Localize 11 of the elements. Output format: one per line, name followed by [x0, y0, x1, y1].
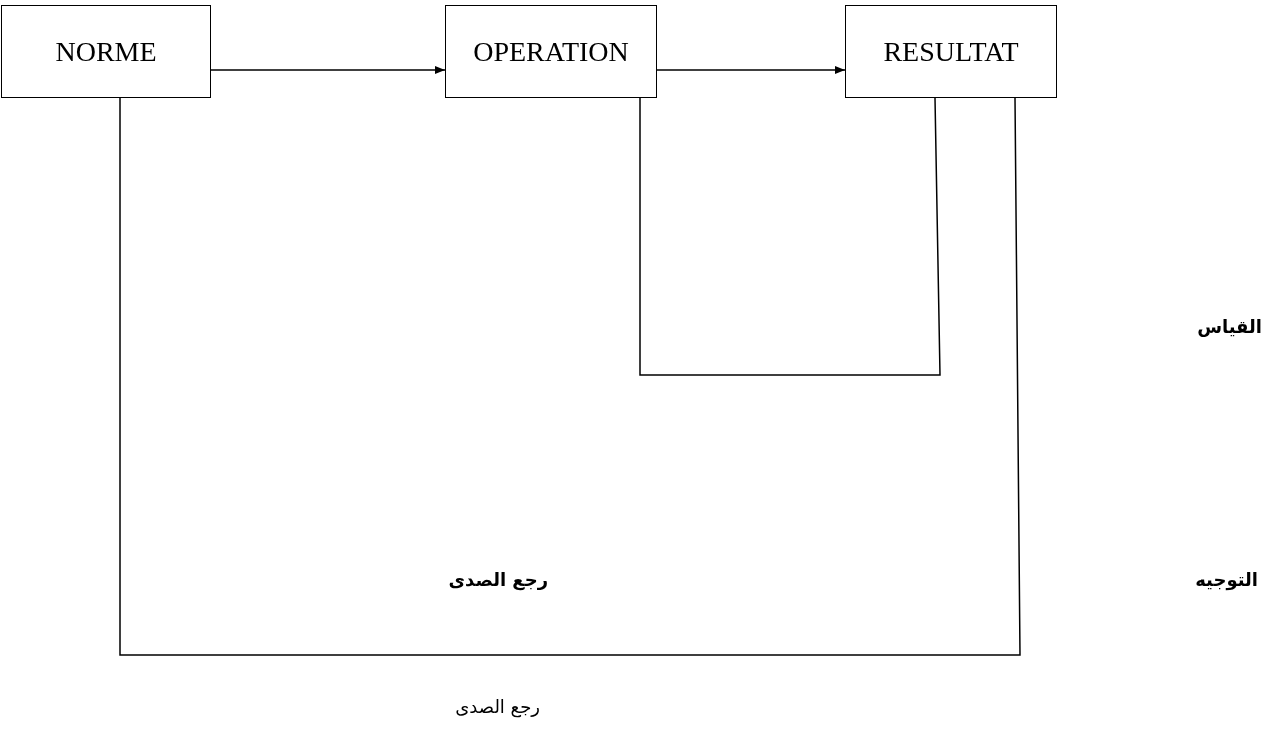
feedback-line: [639, 97, 941, 376]
arrow: [210, 66, 446, 74]
process-box: RESULTAT: [845, 5, 1057, 98]
text-label: رجع الصدى: [455, 696, 540, 717]
feedback-line: [119, 97, 1021, 656]
text-label: التوجيه: [1195, 569, 1258, 590]
text-label: رجع الصدى: [448, 569, 548, 590]
process-box: NORME: [1, 5, 211, 98]
process-box: OPERATION: [445, 5, 657, 98]
arrow: [656, 66, 846, 74]
text-label: القياس: [1197, 316, 1262, 337]
